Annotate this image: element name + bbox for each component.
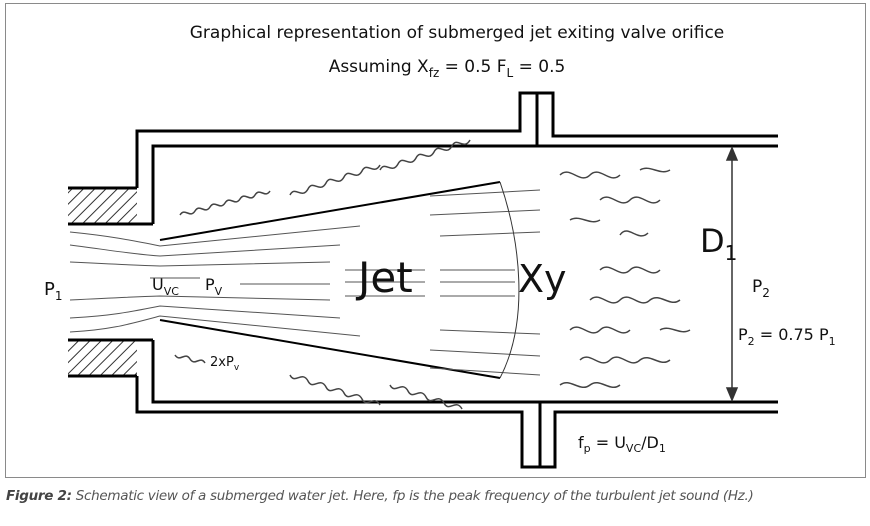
diameter-arrow: [725, 146, 739, 402]
figure-frame: [5, 3, 866, 478]
label-xy: Xy: [518, 257, 567, 301]
pipe-walls: [68, 91, 778, 469]
label-p2: P2: [752, 277, 770, 300]
label-pv: PV: [205, 275, 223, 298]
caption-text: Schematic view of a submerged water jet.…: [71, 488, 754, 504]
diagram-subtitle: Assuming Xfz = 0.5 FL = 0.5: [329, 57, 566, 80]
inlet-wall-bottom: [68, 340, 137, 376]
turbulence-eddies: [174, 139, 691, 410]
caption-label: Figure 2:: [6, 488, 72, 504]
diagram-title: Graphical representation of submerged je…: [190, 23, 725, 43]
jet-diagram: Graphical representation of submerged je…: [44, 23, 836, 469]
label-fp-equation: fp = UVC/D1: [578, 433, 666, 455]
figure-caption: Figure 2: Schematic view of a submerged …: [6, 488, 754, 504]
label-p1: P1: [44, 279, 63, 303]
label-p2-equation: P2 = 0.75 P1: [738, 325, 836, 348]
label-uvc: UVC: [152, 275, 179, 298]
inlet-wall-top: [68, 188, 137, 224]
label-jet: Jet: [355, 253, 413, 302]
label-d1: D1: [700, 222, 737, 265]
streamlines: [69, 181, 541, 379]
label-2xpv: 2xPv: [210, 355, 240, 373]
